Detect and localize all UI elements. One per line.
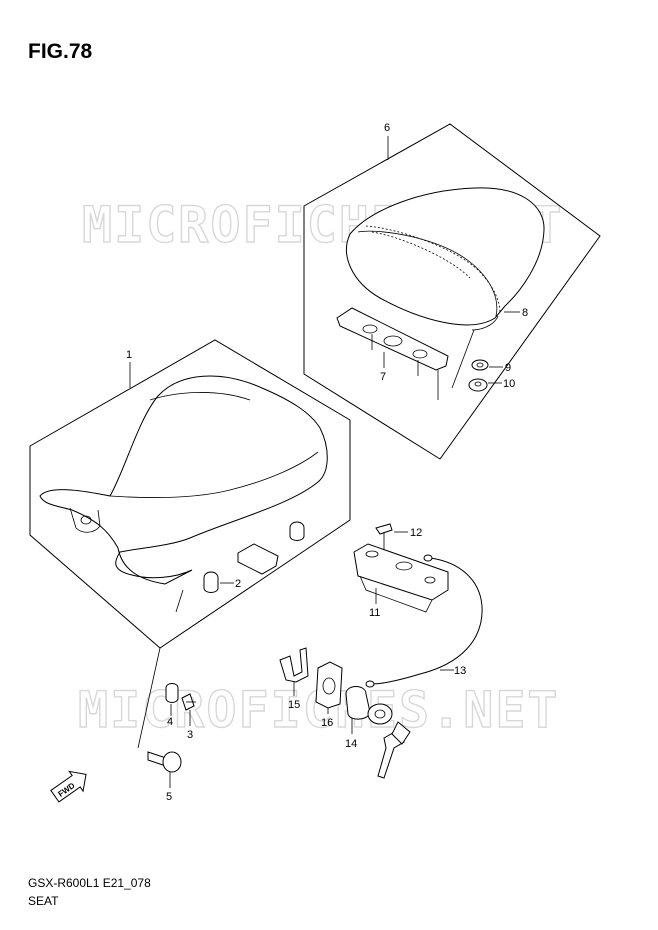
bolt-spacer-group — [147, 683, 196, 773]
front-seat-box — [29, 339, 351, 649]
bush-top — [289, 521, 305, 541]
nut-10 — [468, 378, 488, 392]
callout-10: 10 — [503, 378, 515, 390]
callout-3: 3 — [187, 729, 193, 741]
callout-4: 4 — [167, 716, 173, 728]
clamp-15 — [279, 647, 309, 683]
rear-seat-box — [303, 123, 601, 460]
rear-bracket — [336, 307, 449, 371]
callout-8: 8 — [522, 307, 528, 319]
figure-title: FIG.78 — [28, 40, 93, 63]
cable-13 — [371, 557, 483, 685]
cushion-2 — [203, 571, 219, 593]
callout-6: 6 — [384, 122, 390, 134]
front-seat-cushion — [39, 375, 328, 585]
screw-12 — [375, 523, 393, 535]
lock-group — [279, 523, 483, 779]
callout-13: 13 — [454, 665, 466, 677]
washer-9 — [471, 359, 489, 371]
fwd-arrow: FWD — [50, 770, 87, 803]
seat-pad — [237, 543, 279, 575]
seat-lock-11 — [353, 543, 449, 601]
rear-seat-group — [303, 123, 601, 460]
front-seat-group — [29, 339, 351, 749]
callout-1: 1 — [126, 349, 132, 361]
model-code: GSX-R600L1 E21_078 — [28, 876, 151, 890]
callouts: 1 2 3 4 5 6 7 8 9 10 11 12 13 14 15 16 — [126, 122, 528, 803]
callout-14: 14 — [345, 738, 357, 750]
key-2 — [391, 721, 411, 745]
callout-5: 5 — [166, 791, 172, 803]
callout-16: 16 — [321, 717, 333, 729]
callout-11: 11 — [369, 607, 380, 619]
callout-9: 9 — [505, 362, 511, 374]
section-name: SEAT — [28, 894, 59, 908]
callout-15: 15 — [288, 699, 300, 711]
spacer-4 — [165, 683, 179, 703]
callout-7: 7 — [380, 371, 386, 383]
callout-2: 2 — [235, 578, 241, 590]
callout-12: 12 — [410, 527, 422, 539]
holder-16 — [315, 661, 343, 709]
rear-seat-cushion — [346, 187, 545, 326]
